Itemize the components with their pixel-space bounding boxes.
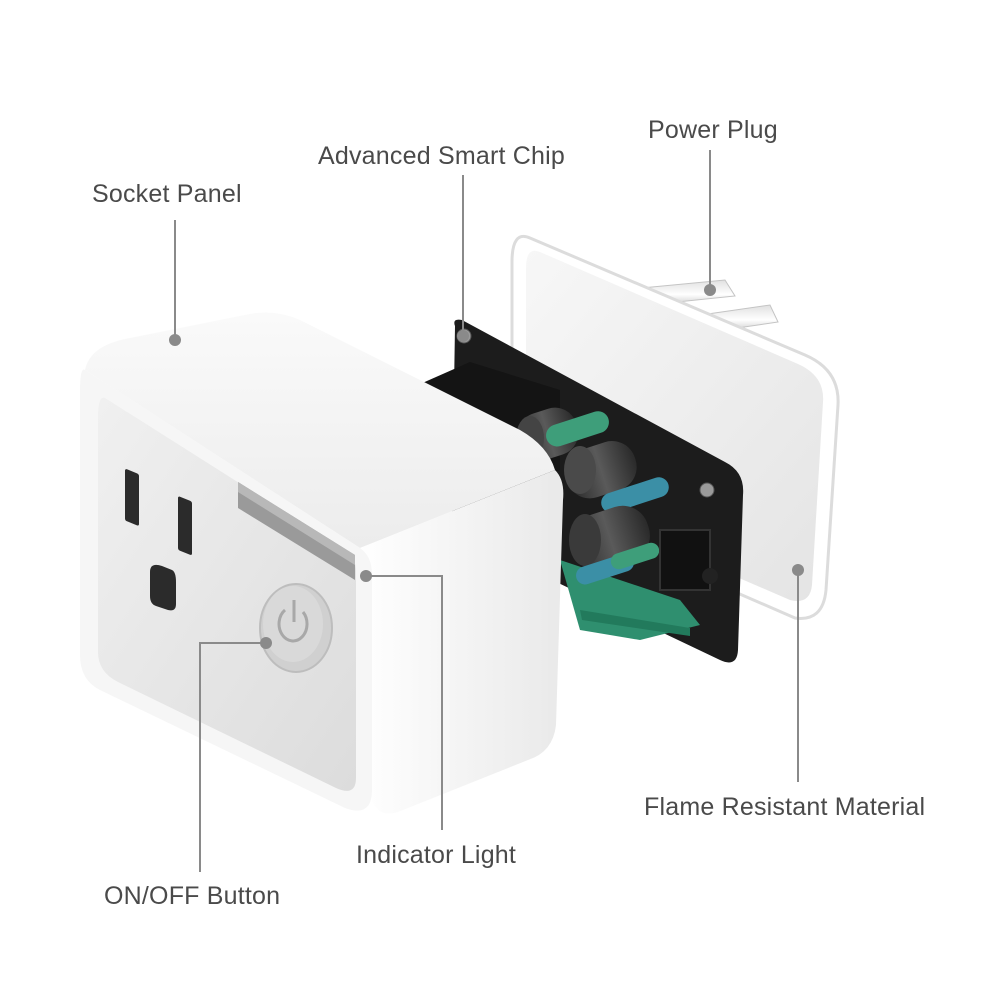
pointer-lines xyxy=(169,150,804,872)
label-power-plug: Power Plug xyxy=(648,116,778,144)
label-indicator-light: Indicator Light xyxy=(356,841,517,869)
on-off-button-pointer xyxy=(199,642,266,872)
power-plug-pointer-dot xyxy=(704,284,716,296)
label-on-off-button: ON/OFF Button xyxy=(104,882,281,910)
socket-panel-pointer-dot xyxy=(169,334,181,346)
indicator-light-pointer-dot xyxy=(360,570,372,582)
socket-housing xyxy=(80,312,564,814)
flame-resistant-pointer-dot xyxy=(792,564,804,576)
indicator-light-strip xyxy=(238,482,355,580)
label-socket-panel: Socket Panel xyxy=(92,180,242,208)
on-off-button-pointer-dot xyxy=(260,637,272,649)
outlet-slots xyxy=(125,469,192,611)
smart-chip-pointer-dot xyxy=(457,330,469,342)
label-advanced-smart-chip: Advanced Smart Chip xyxy=(318,142,565,170)
on-off-button xyxy=(259,583,333,673)
label-flame-resistant-material: Flame Resistant Material xyxy=(644,793,926,821)
indicator-light-pointer xyxy=(366,575,443,830)
